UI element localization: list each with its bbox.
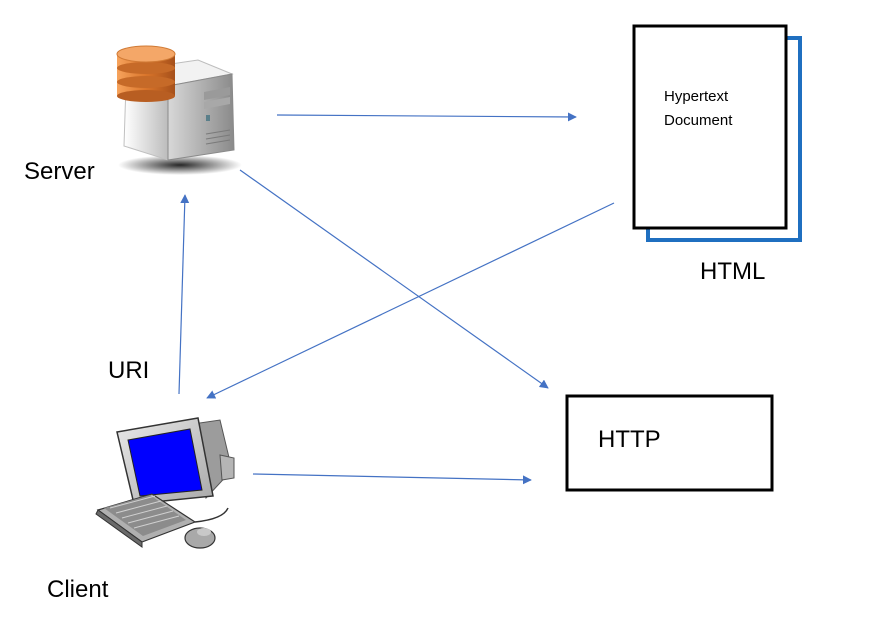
client-computer-icon (95, 417, 235, 549)
edge-server-to-html (276, 112, 577, 122)
edge-server-to-http (239, 169, 549, 389)
html-document-icon (632, 24, 802, 242)
document-text-line2: Document (664, 112, 733, 129)
document-text-line1: Hypertext (664, 88, 729, 105)
http-box (565, 394, 774, 492)
client-label: Client (47, 576, 109, 603)
http-label: HTTP (598, 426, 661, 453)
server-icon (116, 45, 242, 175)
server-label: Server (24, 158, 95, 185)
html-label: HTML (700, 258, 766, 285)
edge-client-to-server-uri (178, 194, 190, 395)
database-icon (116, 45, 176, 102)
edge-html-to-client (206, 202, 615, 399)
uri-edge-label: URI (108, 357, 150, 384)
document-text: Hypertext Document (664, 85, 732, 133)
edge-client-to-http (252, 473, 532, 485)
